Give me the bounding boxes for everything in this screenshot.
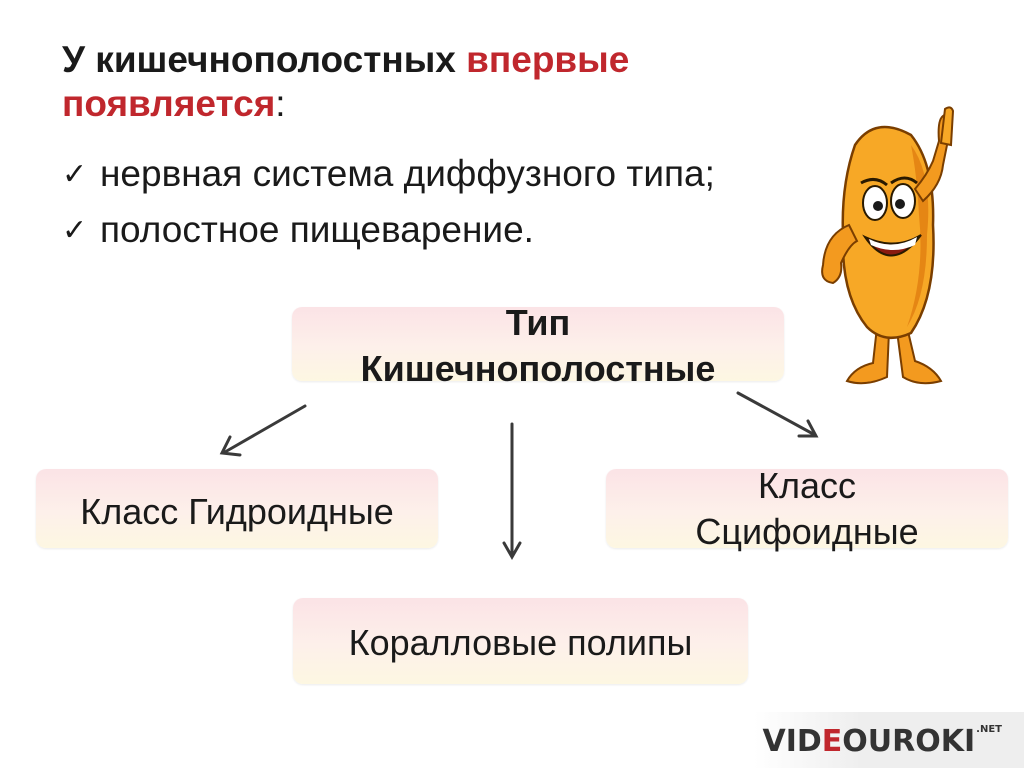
mascot-left-leg	[845, 325, 891, 385]
coral-polyps-box	[293, 598, 748, 684]
mascot-body	[841, 125, 935, 340]
logo-accent: E	[821, 724, 843, 759]
arrow-to-hydroid	[223, 404, 307, 454]
mascot-left-arm	[821, 223, 859, 285]
class-hydroid-box	[36, 469, 438, 548]
arrowhead-coral	[502, 541, 522, 561]
mascot-finger	[939, 106, 955, 147]
list-item: ✓ нервная система диффузного типа;	[62, 146, 715, 202]
type-label-line2: Кишечнополостные	[360, 348, 716, 389]
arrowhead-hydroid	[219, 435, 242, 457]
arrow-to-scyphoid	[736, 391, 817, 437]
mascot-image	[821, 106, 955, 385]
class-scyphoid-label: Класс Сцифоидные	[606, 463, 1008, 555]
bullet-text: полостное пищеварение.	[100, 209, 534, 250]
bullet-list: ✓ нервная система диффузного типа; ✓ пол…	[62, 146, 715, 258]
logo-suffix: .NET	[976, 724, 1002, 735]
class-scyphoid-box	[606, 469, 1008, 548]
logo-part: VID	[762, 724, 822, 759]
mascot-brows	[860, 176, 918, 187]
mascot-teeth	[869, 237, 917, 250]
logo-part: OUROKI	[842, 724, 976, 759]
mascot-right-pupil	[895, 199, 905, 209]
heading-accent-first: впервые	[466, 39, 630, 80]
class-scyphoid-line1: Класс	[758, 465, 856, 506]
heading-text: У кишечнополостных	[62, 39, 467, 80]
heading-colon: :	[275, 83, 286, 124]
checkmark-icon: ✓	[62, 156, 88, 192]
bullet-text: нервная система диффузного типа;	[100, 153, 715, 194]
list-item: ✓ полостное пищеварение.	[62, 202, 715, 258]
arrowhead-scyphoid	[797, 419, 819, 438]
videouroki-logo: VIDEOUROKI.NET	[762, 724, 1002, 759]
type-label-line1: Тип	[505, 302, 571, 343]
heading-accent-appears: появляется	[62, 83, 276, 124]
slide-heading: У кишечнополостных впервые появляется:	[62, 38, 629, 126]
class-hydroid-label: Класс Гидроидные	[80, 491, 394, 532]
mascot-left-pupil	[873, 201, 883, 211]
class-scyphoid-line2: Сцифоидные	[695, 511, 919, 552]
type-box	[292, 307, 784, 381]
checkmark-icon: ✓	[62, 212, 88, 248]
mascot-right-leg	[895, 325, 943, 385]
watermark-bar	[754, 712, 1024, 768]
type-label: Тип Кишечнополостные	[292, 300, 784, 392]
coral-polyps-label: Коралловые полипы	[348, 622, 693, 663]
